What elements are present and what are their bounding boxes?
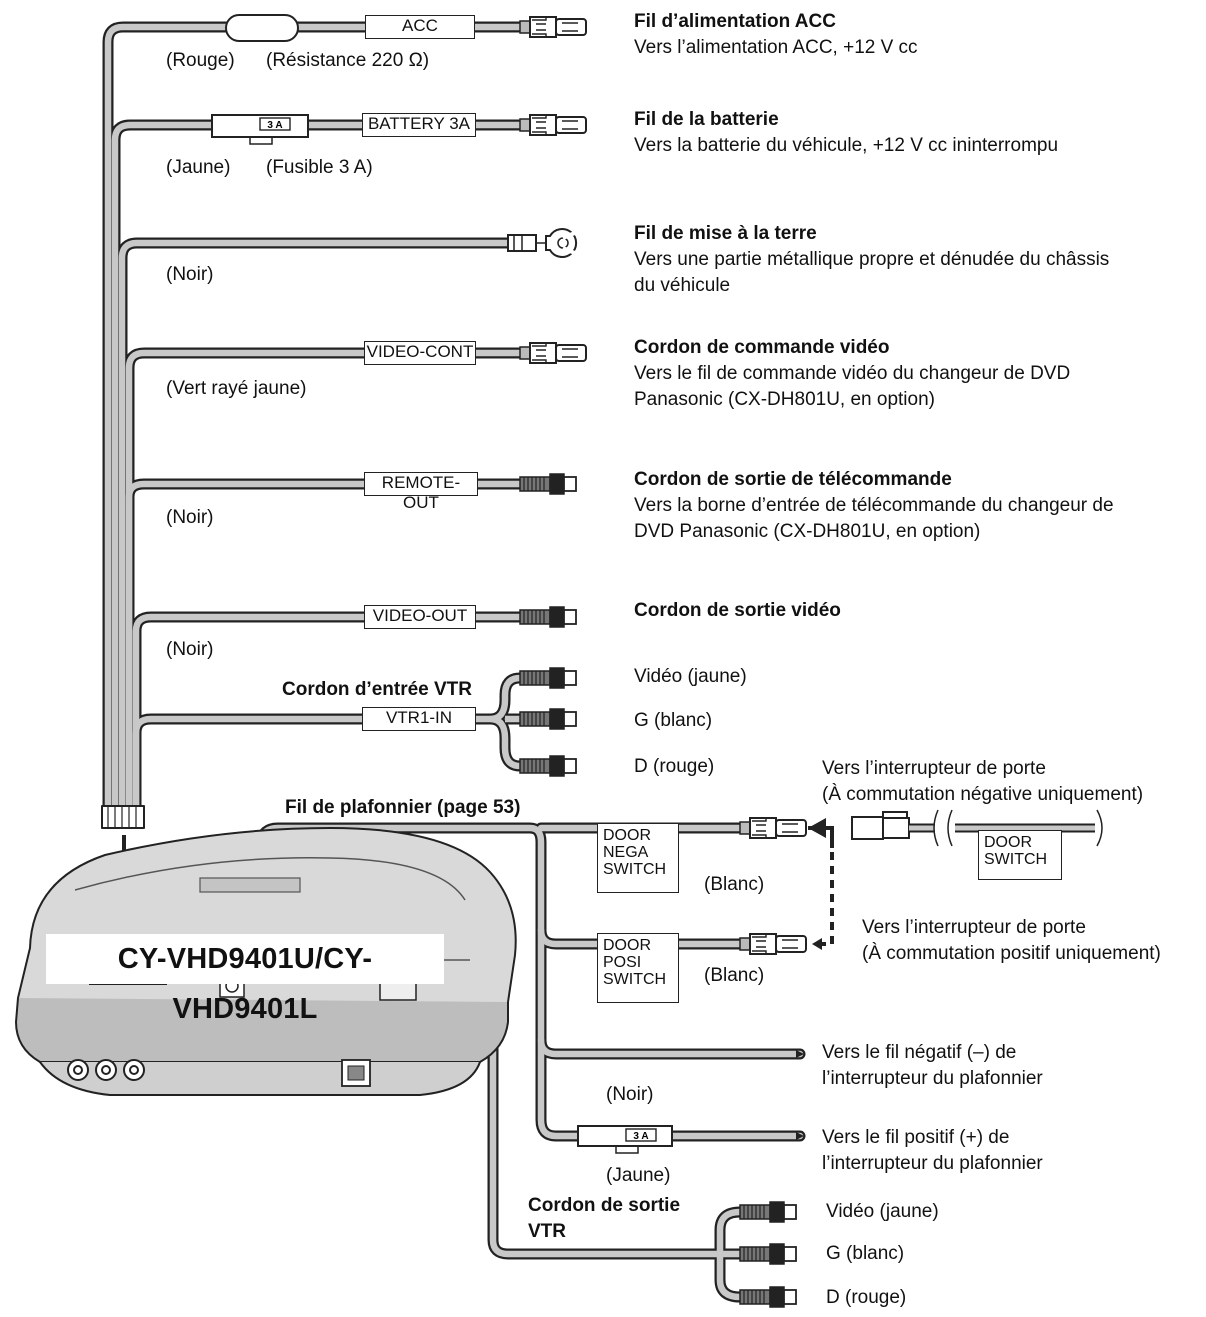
battery-connector-icon [519, 114, 587, 136]
posi-box-line-1: DOOR [603, 937, 651, 954]
acc-title: Fil d’alimentation ACC [634, 11, 836, 32]
vtr-in-output-left: G (blanc) [634, 710, 713, 731]
to-door-negative: Vers l’interrupteur de porte (À commutat… [822, 756, 1143, 808]
remote-out-plug-icon [519, 473, 577, 495]
video-out-description: Cordon de sortie vidéo [634, 598, 841, 624]
remote-out-description: Cordon de sortie de télécommande Vers la… [634, 467, 1114, 546]
acc-resistor [225, 14, 299, 42]
vtr-in-output-right: D (rouge) [634, 756, 715, 777]
acc-colour: (Rouge) [166, 50, 235, 71]
vtr-out-output-left: G (blanc) [826, 1243, 905, 1264]
acc-line-1: Vers l’alimentation ACC, +12 V cc [634, 37, 918, 59]
vtr-in-title: Cordon d’entrée VTR [282, 679, 473, 700]
neg-lead-line-1: Vers le fil négatif (–) de [822, 1042, 1017, 1063]
pos-lead-line-1: Vers le fil positif (+) de [822, 1127, 1010, 1148]
battery-description: Fil de la batterie Vers la batterie du v… [634, 107, 1058, 159]
battery-fuse-label: 3 A [267, 120, 282, 131]
to-door-neg-line-2: (À commutation négative uniquement) [822, 784, 1144, 806]
video-out-colour: (Noir) [166, 639, 214, 660]
video-cont-line-2: Panasonic (CX-DH801U, en option) [634, 389, 935, 411]
remote-out-line-2: DVD Panasonic (CX-DH801U, en option) [634, 521, 981, 543]
battery-colour: (Jaune) [166, 157, 231, 178]
vtr-in-right-plug-icon [519, 755, 577, 777]
lead-ends [796, 1050, 804, 1140]
door-posi-switch-box: DOOR POSI SWITCH [597, 933, 679, 1003]
dome-positive-lead: Vers le fil positif (+) de l’interrupteu… [822, 1125, 1043, 1177]
vtr-out-right-plug-icon [739, 1286, 797, 1308]
door-nega-colour: (Blanc) [704, 874, 765, 895]
vtr-out-title: Cordon de sortie VTR [528, 1193, 680, 1245]
vtr-in-output-video: Vidéo (jaune) [634, 666, 747, 687]
vtr-in-video-plug-icon [519, 667, 577, 689]
video-cont-description: Cordon de commande vidéo Vers le fil de … [634, 335, 1070, 414]
dome-negative-lead: Vers le fil négatif (–) de l’interrupteu… [822, 1040, 1043, 1092]
model-label: CY-VHD9401U/CY-VHD9401L [46, 934, 444, 1025]
remote-out-line-1: Vers la borne d’entrée de télécommande d… [634, 495, 1114, 517]
vtr-out-left-plug-icon [739, 1243, 797, 1265]
dome-title: Fil de plafonnier (page 53) [285, 797, 521, 818]
video-out-title: Cordon de sortie vidéo [634, 600, 841, 621]
ground-description: Fil de mise à la terre Vers une partie m… [634, 221, 1109, 300]
battery-label-box: BATTERY 3A [362, 113, 476, 137]
ground-line-1: Vers une partie métallique propre et dén… [634, 249, 1110, 271]
vtr-out-title-2: VTR [528, 1221, 566, 1243]
door-switch-box: DOOR SWITCH [978, 830, 1062, 880]
video-cont-title: Cordon de commande vidéo [634, 337, 890, 358]
video-out-plug-icon [519, 606, 577, 628]
posi-box-line-2: POSI [603, 954, 642, 971]
ground-line-2: du véhicule [634, 275, 731, 297]
pos-lead-line-2: l’interrupteur du plafonnier [822, 1153, 1043, 1175]
battery-fuse: 3 A [211, 114, 309, 145]
video-out-label-box: VIDEO-OUT [364, 605, 476, 629]
vtr-out-output-right: D (rouge) [826, 1287, 907, 1308]
to-door-positive: Vers l’interrupteur de porte (À commutat… [862, 915, 1161, 967]
ground-colour: (Noir) [166, 264, 214, 285]
dome-jaune: (Jaune) [606, 1165, 671, 1186]
door-switch-line-1: DOOR [984, 834, 1032, 851]
door-nega-switch-box: DOOR NEGA SWITCH [597, 823, 679, 893]
dome-noir: (Noir) [606, 1084, 654, 1105]
vtr-in-left-plug-icon [519, 708, 577, 730]
ground-title: Fil de mise à la terre [634, 223, 817, 244]
nega-box-line-2: NEGA [603, 844, 649, 861]
dome-fuse-label: 3 A [633, 1131, 648, 1142]
battery-line-1: Vers la batterie du véhicule, +12 V cc i… [634, 135, 1059, 157]
acc-description: Fil d’alimentation ACC Vers l’alimentati… [634, 9, 918, 61]
vtr-out-output-video: Vidéo (jaune) [826, 1201, 939, 1222]
video-cont-label-box: VIDEO-CONT [364, 341, 476, 365]
video-cont-connector-icon [519, 342, 587, 364]
ground-terminal-icon [507, 228, 578, 258]
acc-label-box: ACC [365, 15, 475, 39]
main-harness [101, 21, 526, 829]
vtr-out-title-1: Cordon de sortie [528, 1195, 681, 1216]
door-posi-connector-icon [739, 933, 807, 955]
remote-out-title: Cordon de sortie de télécommande [634, 469, 952, 490]
battery-title: Fil de la batterie [634, 109, 779, 130]
video-cont-colour: (Vert rayé jaune) [166, 378, 307, 399]
to-door-pos-line-1: Vers l’interrupteur de porte [862, 917, 1086, 938]
battery-part: (Fusible 3 A) [266, 157, 373, 178]
door-nega-connector-icon [739, 817, 807, 839]
posi-box-line-3: SWITCH [603, 971, 667, 988]
to-door-pos-line-2: (À commutation positif uniquement) [862, 943, 1161, 965]
neg-lead-line-2: l’interrupteur du plafonnier [822, 1068, 1043, 1090]
remote-out-colour: (Noir) [166, 507, 214, 528]
vtr-in-label-box: VTR1-IN [362, 707, 476, 731]
acc-connector-icon [519, 16, 587, 38]
nega-box-line-1: DOOR [603, 827, 651, 844]
remote-out-label-box: REMOTE-OUT [364, 472, 478, 512]
video-cont-line-1: Vers le fil de commande vidéo du changeu… [634, 363, 1071, 385]
door-switch-assembly [851, 809, 1103, 847]
door-arrow-icon [808, 818, 834, 950]
acc-part: (Résistance 220 Ω) [266, 50, 430, 71]
vtr-out-video-plug-icon [739, 1201, 797, 1223]
dome-fuse: 3 A [577, 1125, 673, 1154]
door-posi-colour: (Blanc) [704, 965, 765, 986]
vtr-in-split [489, 672, 521, 772]
to-door-neg-line-1: Vers l’interrupteur de porte [822, 758, 1046, 779]
door-switch-line-2: SWITCH [984, 851, 1048, 868]
nega-box-line-3: SWITCH [603, 861, 667, 878]
